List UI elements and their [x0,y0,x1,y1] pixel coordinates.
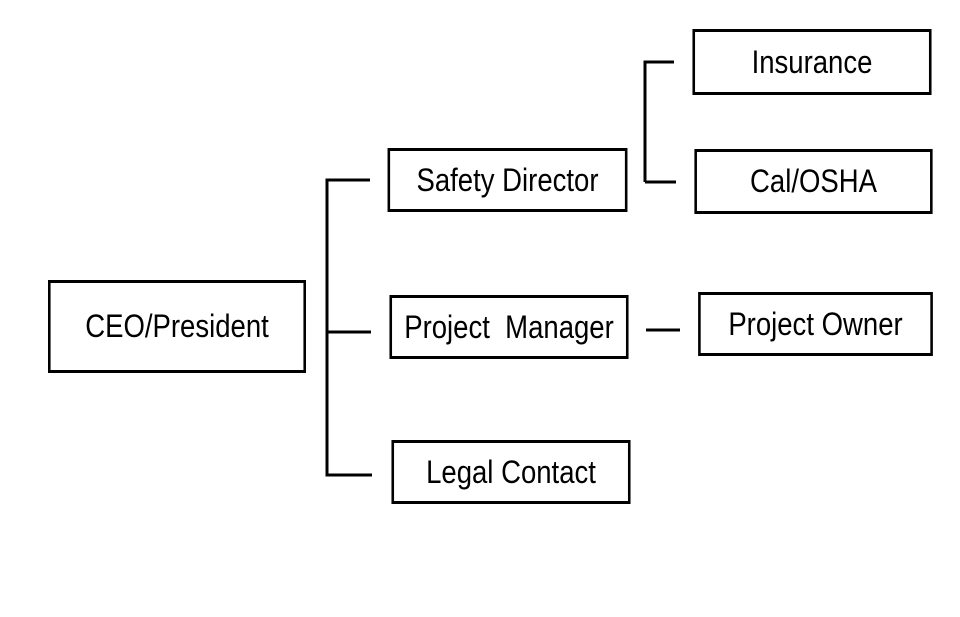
node-safety-director: Safety Director [387,148,628,212]
connector-ceo-to-legal [325,372,372,477]
node-label: Cal/OSHA [750,163,877,199]
node-label: CEO/President [85,308,269,344]
node-label: Project Owner [728,305,903,342]
connector-safety-to-insurance [643,60,674,182]
node-label: Project Manager [404,308,614,345]
connector-ceo-to-children [325,178,370,280]
node-insurance: Insurance [692,29,932,95]
node-label: Safety Director [416,161,599,198]
node-project-manager: Project Manager [389,295,629,359]
node-legal-contact: Legal Contact [391,440,631,504]
node-cal-osha: Cal/OSHA [694,149,933,214]
node-ceo-president: CEO/President [48,280,306,373]
node-project-owner: Project Owner [698,292,933,356]
node-label: Insurance [751,43,873,80]
node-label: Legal Contact [426,453,596,490]
